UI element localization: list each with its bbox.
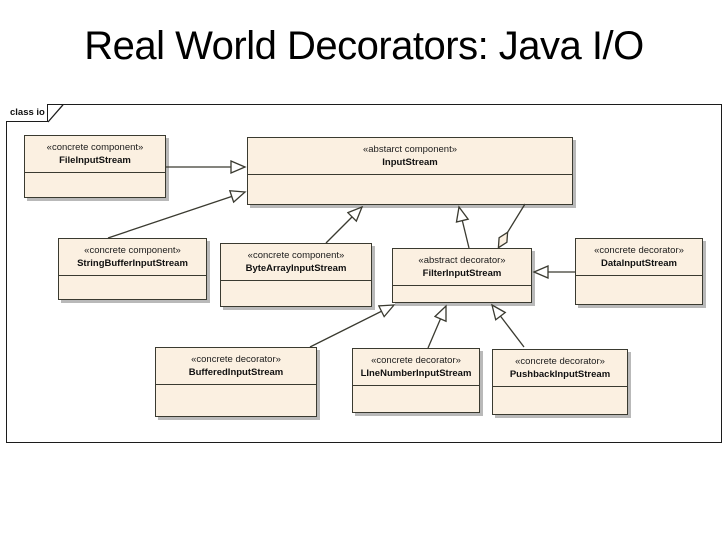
- class-box-pushbackinputstream: «concrete decorator» PushbackInputStream: [492, 349, 628, 415]
- class-name-label: DataInputStream: [600, 258, 677, 269]
- stereotype-label: «concrete decorator»: [594, 245, 684, 256]
- class-name-label: ByteArrayInputStream: [245, 263, 347, 274]
- attributes-compartment: [393, 286, 531, 302]
- class-box-linenumberinputstream: «concrete decorator» LIneNumberInputStre…: [352, 348, 480, 413]
- class-name-label: StringBufferInputStream: [77, 258, 188, 269]
- class-box-filterinputstream: «abstract decorator» FilterInputStream: [392, 248, 532, 303]
- name-compartment: «concrete decorator» DataInputStream: [576, 239, 702, 276]
- class-box-fileinputstream: «concrete component» FileInputStream: [24, 135, 166, 198]
- stereotype-label: «concrete decorator»: [191, 354, 281, 365]
- slide-title: Real World Decorators: Java I/O: [84, 24, 644, 68]
- name-compartment: «concrete decorator» PushbackInputStream: [493, 350, 627, 387]
- attributes-compartment: [576, 276, 702, 304]
- name-compartment: «concrete component» StringBufferInputSt…: [59, 239, 206, 276]
- name-compartment: «concrete decorator» LIneNumberInputStre…: [353, 349, 479, 386]
- stereotype-label: «concrete component»: [46, 142, 144, 153]
- attributes-compartment: [59, 276, 206, 299]
- stereotype-label: «concrete decorator»: [515, 356, 605, 367]
- name-compartment: «concrete decorator» BufferedInputStream: [156, 348, 316, 385]
- frame-tab-label: class io: [6, 104, 48, 122]
- attributes-compartment: [248, 175, 572, 204]
- class-name-label: PushbackInputStream: [509, 369, 611, 380]
- stereotype-label: «concrete component»: [247, 250, 345, 261]
- attributes-compartment: [353, 386, 479, 412]
- name-compartment: «abstarct component» InputStream: [248, 138, 572, 175]
- stereotype-label: «abstarct component»: [362, 144, 457, 155]
- name-compartment: «concrete component» FileInputStream: [25, 136, 165, 173]
- name-compartment: «concrete component» ByteArrayInputStrea…: [221, 244, 371, 281]
- class-box-stringbufferinputstream: «concrete component» StringBufferInputSt…: [58, 238, 207, 300]
- uml-frame: [6, 104, 722, 443]
- class-name-label: InputStream: [382, 157, 438, 168]
- attributes-compartment: [25, 173, 165, 197]
- class-name-label: BufferedInputStream: [188, 367, 284, 378]
- stereotype-label: «concrete component»: [84, 245, 181, 256]
- stereotype-label: «abstract decorator»: [418, 255, 506, 266]
- name-compartment: «abstract decorator» FilterInputStream: [393, 249, 531, 286]
- class-name-label: FileInputStream: [59, 155, 131, 166]
- class-name-label: LIneNumberInputStream: [360, 368, 472, 379]
- class-box-bufferedinputstream: «concrete decorator» BufferedInputStream: [155, 347, 317, 417]
- class-name-label: FilterInputStream: [422, 268, 502, 279]
- class-box-inputstream: «abstarct component» InputStream: [247, 137, 573, 205]
- class-box-datainputstream: «concrete decorator» DataInputStream: [575, 238, 703, 305]
- attributes-compartment: [156, 385, 316, 416]
- attributes-compartment: [221, 281, 371, 306]
- class-box-bytearrayinputstream: «concrete component» ByteArrayInputStrea…: [220, 243, 372, 307]
- stereotype-label: «concrete decorator»: [371, 355, 461, 366]
- attributes-compartment: [493, 387, 627, 414]
